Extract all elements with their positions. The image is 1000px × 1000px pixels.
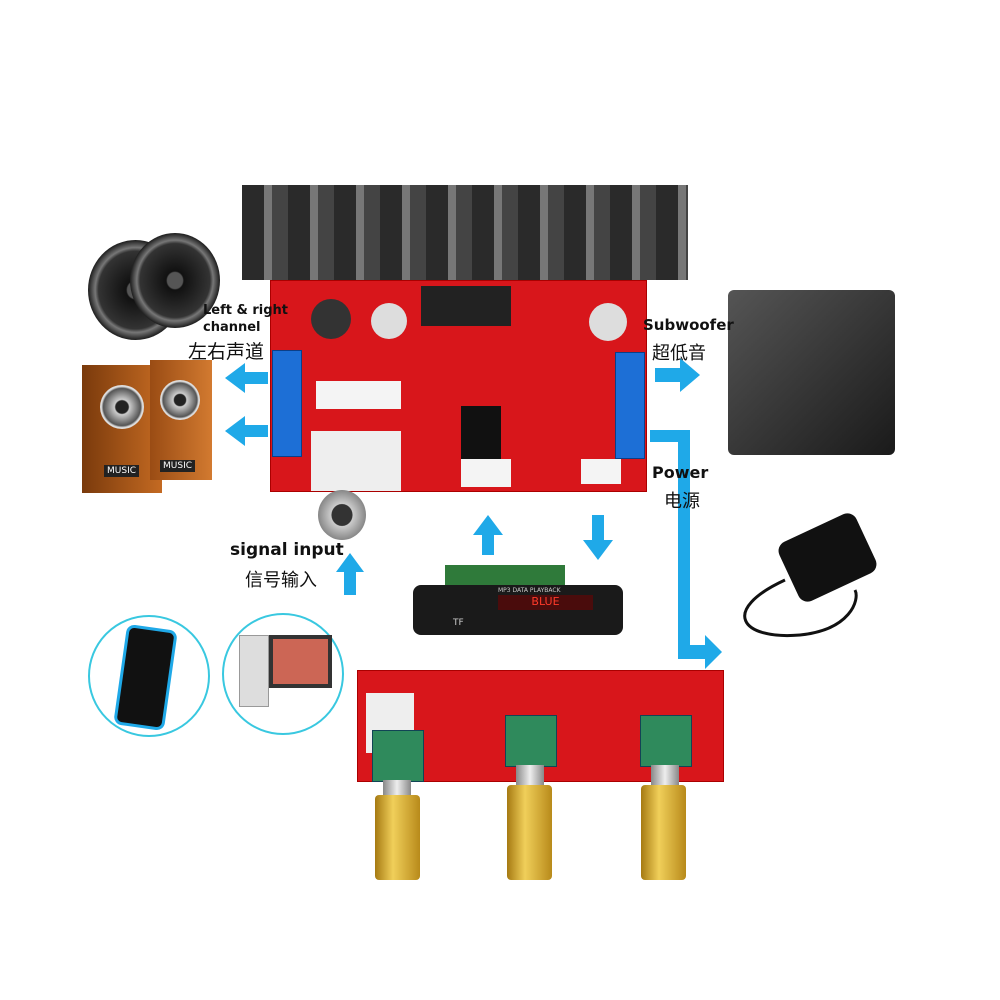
speaker-terminal-sub bbox=[615, 352, 645, 459]
pc-tower bbox=[239, 635, 269, 707]
mp3-title: MP3 DATA PLAYBACK bbox=[498, 587, 561, 594]
power-label-en: Power bbox=[652, 463, 709, 482]
cabinet-label: MUSIC bbox=[104, 465, 140, 477]
shaft bbox=[383, 780, 411, 795]
monitor bbox=[269, 635, 332, 688]
op-amp-chip bbox=[461, 406, 501, 461]
capacitor bbox=[311, 299, 351, 339]
arrow-left-lower bbox=[225, 416, 268, 446]
knob-3[interactable] bbox=[641, 785, 686, 880]
speaker-cabinet: MUSIC bbox=[150, 360, 212, 480]
speaker-cabinet: MUSIC bbox=[82, 365, 162, 493]
potentiometer-2 bbox=[505, 715, 557, 767]
speaker-terminal-left bbox=[272, 350, 302, 457]
left-right-label-en2: channel bbox=[203, 320, 261, 335]
capacitor bbox=[589, 303, 627, 341]
amplifier-board bbox=[270, 280, 647, 492]
connector-white bbox=[581, 459, 621, 484]
heatsink bbox=[242, 185, 688, 280]
rca-input-jack bbox=[318, 490, 366, 540]
arrow-down-mp3 bbox=[583, 515, 613, 560]
phone-circle bbox=[88, 615, 210, 737]
left-right-label-cn: 左右声道 bbox=[188, 341, 265, 363]
arrow-power bbox=[650, 430, 722, 669]
rca-jack bbox=[311, 431, 401, 491]
subwoofer-label-en: Subwoofer bbox=[643, 316, 734, 334]
connector-white bbox=[316, 381, 401, 409]
tf-slot-label: TF bbox=[453, 618, 464, 628]
signal-input-label-cn: 信号输入 bbox=[245, 570, 317, 591]
knob-1[interactable] bbox=[375, 795, 420, 880]
arrow-up-mp3 bbox=[473, 515, 503, 555]
connector-white bbox=[461, 459, 511, 487]
subwoofer-box bbox=[728, 290, 895, 455]
mp3-module: MP3 DATA PLAYBACK BLUE TF bbox=[413, 585, 623, 635]
capacitor bbox=[371, 303, 407, 339]
potentiometer-1 bbox=[372, 730, 424, 782]
speaker-driver bbox=[130, 233, 220, 328]
amplifier-chip bbox=[421, 286, 511, 326]
arrow-left-upper bbox=[225, 363, 268, 393]
computer-circle bbox=[222, 613, 344, 735]
shaft bbox=[516, 765, 544, 785]
potentiometer-3 bbox=[640, 715, 692, 767]
power-label-cn: 电源 bbox=[664, 491, 700, 512]
arrow-right-subwoofer bbox=[655, 358, 700, 392]
knob-2[interactable] bbox=[507, 785, 552, 880]
mp3-board bbox=[445, 565, 565, 585]
subwoofer-label-cn: 超低音 bbox=[652, 343, 706, 364]
shaft bbox=[651, 765, 679, 785]
adapter-cable bbox=[743, 578, 858, 638]
signal-input-label-en: signal input bbox=[230, 540, 344, 560]
arrow-up-signal bbox=[336, 553, 364, 595]
mp3-display: BLUE bbox=[498, 595, 593, 610]
left-right-label-en: Left & right bbox=[203, 303, 289, 318]
cabinet-label: MUSIC bbox=[160, 460, 196, 472]
